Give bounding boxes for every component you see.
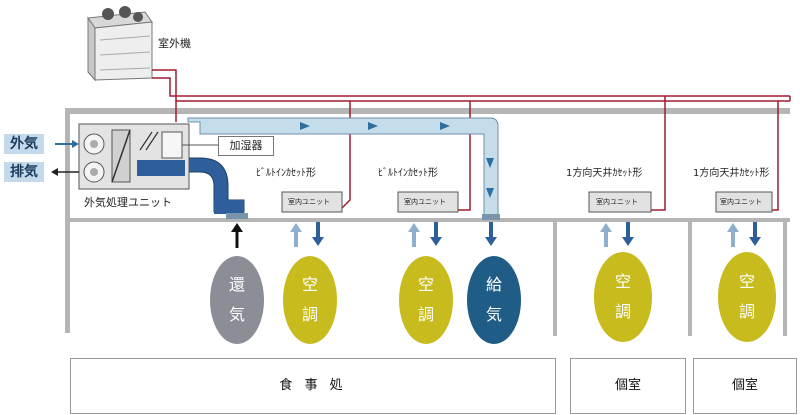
building-outline [65,108,790,336]
oval-char-2: 調 [301,305,318,324]
oval-char-1: 空 [738,272,755,291]
oval-char-2: 気 [485,305,502,324]
oval-char-2: 調 [417,305,434,324]
indoor-unit-boxes [281,191,773,213]
oval-char-1: 空 [417,275,434,294]
oval-char-1: 還 [228,275,245,294]
room-dining: 食 事 処 [70,358,556,414]
indoor-unit-label-1: 室内ユニット [288,198,330,206]
indoor-unit-type-3: 1方向天井ｶｾｯﾄ形 [566,168,643,179]
oval-supply-air: 給 気 [467,256,521,344]
oval-ac-1: 空 調 [283,256,337,344]
indoor-unit-type-4: 1方向天井ｶｾｯﾄ形 [693,168,770,179]
return-air-arrow [231,223,243,248]
outdoor-unit-label: 室外機 [158,37,191,50]
oval-char-2: 調 [614,302,631,321]
indoor-unit-type-1: ﾋﾞﾙﾄｲﾝｶｾｯﾄ形 [256,168,316,179]
oval-char-1: 給 [485,275,502,294]
room-private-1: 個室 [570,358,686,414]
outdoor-unit-icon [87,6,153,82]
indoor-unit-type-2: ﾋﾞﾙﾄｲﾝｶｾｯﾄ形 [378,168,438,179]
oval-char-1: 空 [301,275,318,294]
supply-duct [187,117,500,220]
oa-arrows [51,140,79,176]
oval-char-2: 気 [228,305,245,324]
indoor-unit-label-4: 室内ユニット [720,198,762,206]
humidifier-label: 加湿器 [218,136,274,156]
indoor-unit-label-2: 室内ユニット [404,198,446,206]
indoor-unit-label-3: 室内ユニット [596,198,638,206]
oa-unit-label: 外気処理ユニット [84,196,172,209]
airflow-arrow-pairs [290,222,761,247]
oval-return-air: 還 気 [210,256,264,344]
outside-air-label: 外気 [4,134,44,154]
oval-ac-4: 空 調 [718,252,776,342]
exhaust-air-label: 排気 [4,162,44,182]
oa-processing-unit [78,123,190,190]
oval-ac-2: 空 調 [399,256,453,344]
room-private-2: 個室 [693,358,797,414]
oval-char-1: 空 [614,272,631,291]
oval-char-2: 調 [738,302,755,321]
oval-ac-3: 空 調 [594,252,652,342]
